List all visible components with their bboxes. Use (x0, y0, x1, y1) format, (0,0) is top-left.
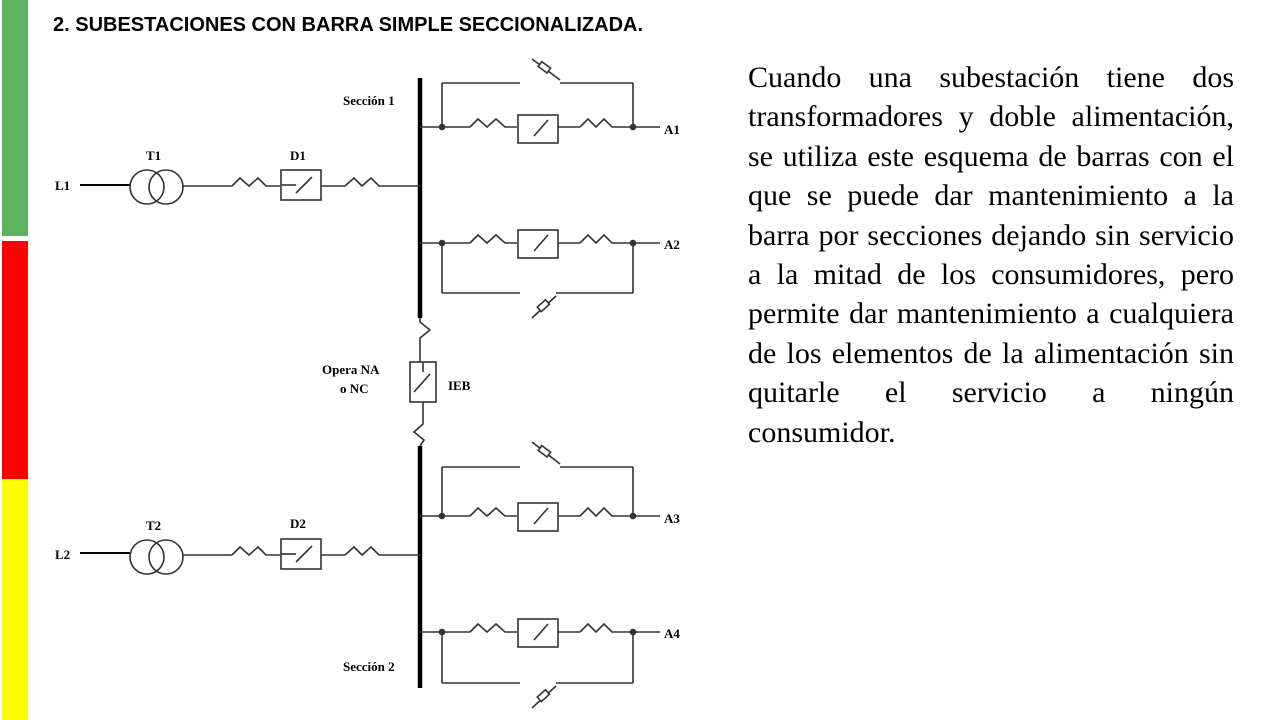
label-feeder-a2: A2 (664, 237, 680, 252)
tie-disconnector-bottom (412, 402, 426, 447)
feeder-a2 (420, 229, 660, 319)
color-stripe-green (2, 0, 28, 236)
tie-breaker (409, 361, 437, 403)
label-feeder-a3: A3 (664, 511, 680, 526)
feeder-a1 (420, 58, 660, 144)
color-stripe-yellow (2, 479, 28, 720)
label-tie-note-2: o NC (340, 381, 369, 396)
single-line-diagram: Sección 1 Sección 2 L1 L2 T1 T2 D1 D2 IE… (55, 58, 680, 709)
description-paragraph: Cuando una subestación tiene dos transfo… (748, 61, 1234, 449)
transformer-t1-winding-b (148, 169, 184, 205)
label-line-1: L1 (55, 178, 70, 193)
label-breaker-2: D2 (290, 516, 306, 531)
label-tie-note-1: Opera NA (322, 362, 380, 377)
slide-title: 2. SUBESTACIONES CON BARRA SIMPLE SECCIO… (53, 14, 644, 36)
label-section-2: Sección 2 (343, 659, 395, 674)
label-transformer-1: T1 (146, 148, 161, 163)
transformer-t2-winding-a (129, 539, 165, 575)
incoming-line-1 (80, 169, 420, 205)
feeder-a4 (420, 618, 660, 709)
color-stripe-red (2, 241, 28, 479)
label-breaker-1: D1 (290, 148, 306, 163)
transformer-t2-winding-b (148, 539, 184, 575)
label-line-2: L2 (55, 547, 70, 562)
label-feeder-a1: A1 (664, 122, 680, 137)
transformer-t1-winding-a (129, 169, 165, 205)
tie-disconnector-top (419, 318, 432, 362)
label-section-1: Sección 1 (343, 93, 395, 108)
incoming-line-2 (80, 538, 420, 575)
feeder-a3 (420, 441, 660, 532)
label-tie-breaker: IEB (448, 378, 471, 393)
label-feeder-a4: A4 (664, 626, 680, 641)
label-transformer-2: T2 (146, 518, 161, 533)
